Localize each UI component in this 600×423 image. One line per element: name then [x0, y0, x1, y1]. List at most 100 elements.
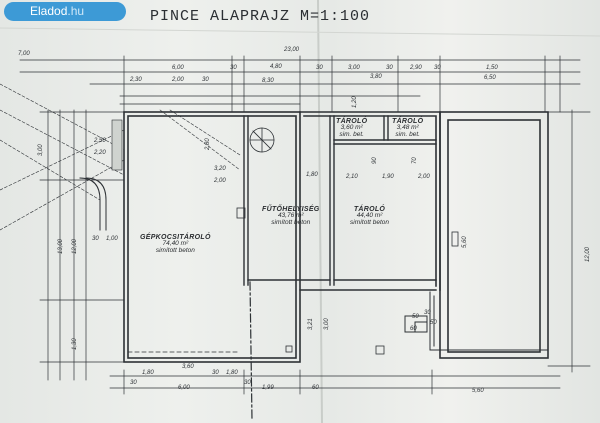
dim-inner: 3,20	[214, 166, 226, 172]
dim-top-row1: 4,80	[270, 64, 282, 70]
ramp-curve	[85, 177, 107, 231]
dim-bottom: 6,00	[178, 385, 190, 391]
dim-top-row3: 8,30	[262, 78, 274, 84]
dim-top-row1: 2,90	[410, 65, 422, 71]
dim-top-row2: 2,00	[172, 77, 184, 83]
room-label-storage-large: TÁROLÓ 44,40 m² simított beton	[350, 206, 389, 227]
dim-left: 2,20	[94, 150, 106, 156]
outer-walls	[123, 111, 549, 363]
dim-left: 30	[92, 236, 99, 242]
room-label-storage-small-2: TÁROLÓ 3,48 m² sim. bet.	[392, 118, 423, 139]
room-material: sim. bet.	[339, 131, 364, 139]
dim-inner: 3,21	[308, 318, 314, 330]
dim-top-row1: 30	[386, 65, 393, 71]
room-area: 43,76 m²	[277, 212, 304, 220]
dim-top-row1: 3,00	[348, 65, 360, 71]
room-area: 3,60 m²	[340, 124, 363, 132]
room-name: TÁROLÓ	[336, 118, 368, 125]
dim-inner: 1,80	[306, 172, 318, 178]
room-material: simított beton	[155, 247, 195, 255]
site-logo[interactable]: Eladod.hu	[4, 2, 126, 21]
dim-inner: 3,00	[324, 318, 330, 330]
section-line	[249, 281, 253, 421]
room-label-boiler: FŰTŐHELYISÉG 43,76 m² simított beton	[262, 206, 320, 227]
room-area: 74,40 m²	[162, 240, 189, 248]
logo-tld: .hu	[67, 4, 85, 18]
room-material: simított beton	[271, 219, 311, 227]
room-material: simított beton	[350, 219, 390, 227]
room-label-storage-small-1: TÁROLÓ 3,60 m² sim. bet.	[336, 118, 367, 139]
dim-right: 5,60	[462, 236, 468, 248]
dim-top-row2: 3,80	[370, 74, 382, 80]
dim-bottom: 30	[244, 380, 251, 386]
top-dimension-lines	[19, 55, 581, 113]
dim-inner: 90	[372, 157, 378, 164]
ramp-hatching	[0, 83, 241, 231]
dim-overall: 23,00	[284, 47, 300, 53]
plan-scale: M=1:100	[300, 8, 371, 25]
dim-right: 60	[410, 326, 417, 332]
dim-inner: 1,90	[382, 174, 394, 180]
garage-door	[111, 119, 123, 171]
dim-right: 50	[412, 314, 419, 320]
lower-outline	[404, 291, 549, 351]
dim-bottom-inner: 1,80	[142, 370, 154, 376]
floor-drain	[375, 345, 385, 355]
room-name: TÁROLÓ	[392, 118, 424, 125]
dim-top-row3: 6,50	[484, 75, 496, 81]
dim-bottom: 1,99	[262, 385, 274, 391]
dim-right: 50	[430, 320, 437, 326]
room-name: TÁROLÓ	[353, 206, 386, 213]
room-name: GÉPKOCSITÁROLÓ	[140, 234, 211, 241]
bottom-dimension-lines	[109, 369, 561, 395]
spiral-stair	[249, 127, 275, 153]
dim-bottom: 60	[312, 385, 319, 391]
dim-left: 1,00	[106, 236, 118, 242]
paper-fold	[316, 0, 324, 423]
dim-bottom-inner: 30	[212, 370, 219, 376]
dim-inner: 1,20	[352, 96, 358, 108]
plan-title-text: PINCE ALAPRAJZ	[150, 8, 291, 25]
dim-left: 13,00	[58, 238, 64, 254]
logo-text: Eladod	[30, 4, 68, 18]
room-area: 44,40 m²	[356, 212, 383, 220]
ramp-curve	[79, 177, 101, 231]
dim-bottom: 5,60	[472, 388, 484, 394]
dim-left: 3,00	[38, 144, 44, 156]
dim-left: 12,00	[72, 238, 78, 254]
dim-inner: 2,00	[214, 178, 226, 184]
paper-fold	[0, 27, 600, 37]
door-symbol	[451, 231, 459, 247]
dim-top-row1: 6,00	[172, 65, 184, 71]
room-name: FŰTŐHELYISÉG	[262, 206, 320, 213]
dim-inner: 2,00	[418, 174, 430, 180]
dim-top-row2: 30	[202, 77, 209, 83]
dim-top-row1: 30	[316, 65, 323, 71]
dim-top-row2: 2,30	[130, 77, 142, 83]
dim-top-row1: 30	[230, 65, 237, 71]
plan-title: PINCE ALAPRAJZ M=1:100	[150, 8, 370, 25]
dim-right: 12,00	[585, 246, 591, 262]
dim-inner: 2,10	[346, 174, 358, 180]
dim-bottom-inner: 1,80	[226, 370, 238, 376]
dim-top-row1: 30	[434, 65, 441, 71]
dim-bottom: 30	[130, 380, 137, 386]
inner-walls	[243, 115, 437, 291]
dim-left-total: 7,00	[18, 51, 30, 57]
boiler-symbol	[236, 207, 246, 219]
left-dimension-lines	[39, 109, 125, 381]
dim-inner: 2,80	[205, 138, 211, 150]
dim-inner: 70	[412, 157, 418, 164]
dim-bottom-inner: 3,60	[182, 364, 194, 370]
floor-drain	[285, 345, 293, 353]
room-material: sim. bet.	[395, 131, 420, 139]
right-dimension-lines	[547, 109, 591, 373]
dim-left: 1,30	[72, 338, 78, 350]
dim-top-row1: 1,50	[486, 65, 498, 71]
room-area: 3,48 m²	[396, 124, 419, 132]
dim-left: 2,50	[94, 138, 106, 144]
room-label-garage: GÉPKOCSITÁROLÓ 74,40 m² simított beton	[140, 234, 211, 255]
dim-right: 30	[424, 310, 431, 316]
